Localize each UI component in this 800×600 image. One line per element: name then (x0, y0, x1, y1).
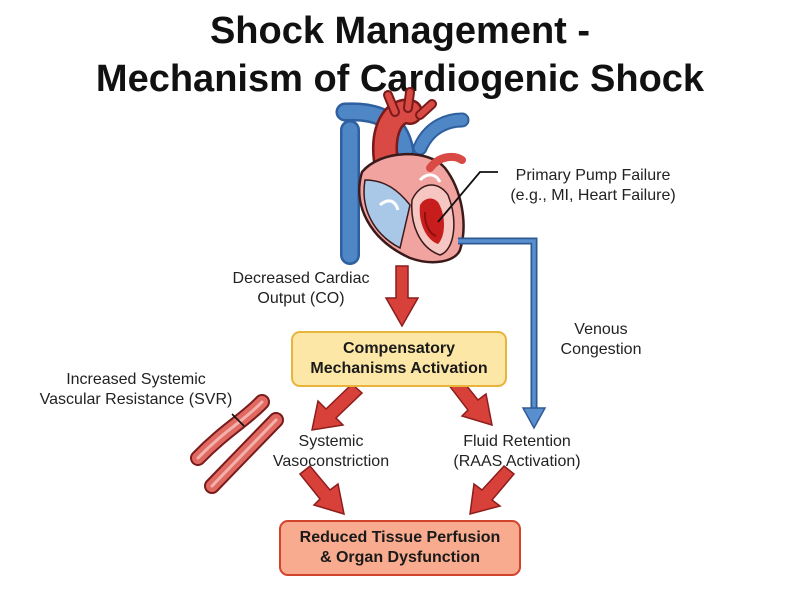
vaso-to-outcome-arrow (298, 464, 345, 516)
vaso-line-2: Vasoconstriction (272, 453, 390, 470)
vessel-icon (190, 394, 284, 494)
fluid-line-2: (RAAS Activation) (453, 453, 581, 470)
outcome-line-2: & Organ Dysfunction (319, 549, 480, 566)
pump-failure-label: Primary Pump Failure (e.g., MI, Heart Fa… (478, 166, 708, 206)
vaso-line-1: Systemic (298, 433, 364, 450)
svr-line-1: Increased Systemic (66, 371, 206, 388)
venous-congestion-label: Venous Congestion (546, 320, 656, 360)
co-line-2: Output (CO) (257, 290, 345, 307)
title-line-1: Shock Management - (209, 10, 591, 52)
venous-congestion-arrow (458, 237, 547, 430)
co-label: Decreased Cardiac Output (CO) (222, 269, 380, 309)
fluid-to-outcome-arrow (469, 464, 516, 516)
venous-line-2: Congestion (560, 341, 642, 358)
vasoconstriction-arrow (311, 382, 364, 431)
heart-icon (335, 87, 470, 265)
venous-line-1: Venous (574, 321, 628, 338)
compensatory-mechanisms-box: Compensatory Mechanisms Activation (291, 331, 507, 387)
vasoconstriction-label: Systemic Vasoconstriction (256, 432, 406, 472)
svr-label: Increased Systemic Vascular Resistance (… (8, 370, 264, 410)
pump-failure-line-1: Primary Pump Failure (515, 167, 671, 184)
compensatory-line-2: Mechanisms Activation (310, 360, 488, 377)
svr-line-2: Vascular Resistance (SVR) (39, 391, 233, 408)
compensatory-line-1: Compensatory (342, 340, 456, 357)
fluid-retention-label: Fluid Retention (RAAS Activation) (432, 432, 602, 472)
fluid-line-1: Fluid Retention (463, 433, 571, 450)
pump-failure-pointer (437, 171, 498, 223)
co-arrow (384, 265, 420, 328)
svr-pointer (231, 413, 245, 427)
pump-failure-line-2: (e.g., MI, Heart Failure) (510, 187, 676, 204)
title-line-2: Mechanism of Cardiogenic Shock (95, 58, 705, 100)
outcome-line-1: Reduced Tissue Perfusion (299, 529, 501, 546)
co-line-1: Decreased Cardiac (232, 270, 370, 287)
organ-dysfunction-box: Reduced Tissue Perfusion & Organ Dysfunc… (279, 520, 521, 576)
